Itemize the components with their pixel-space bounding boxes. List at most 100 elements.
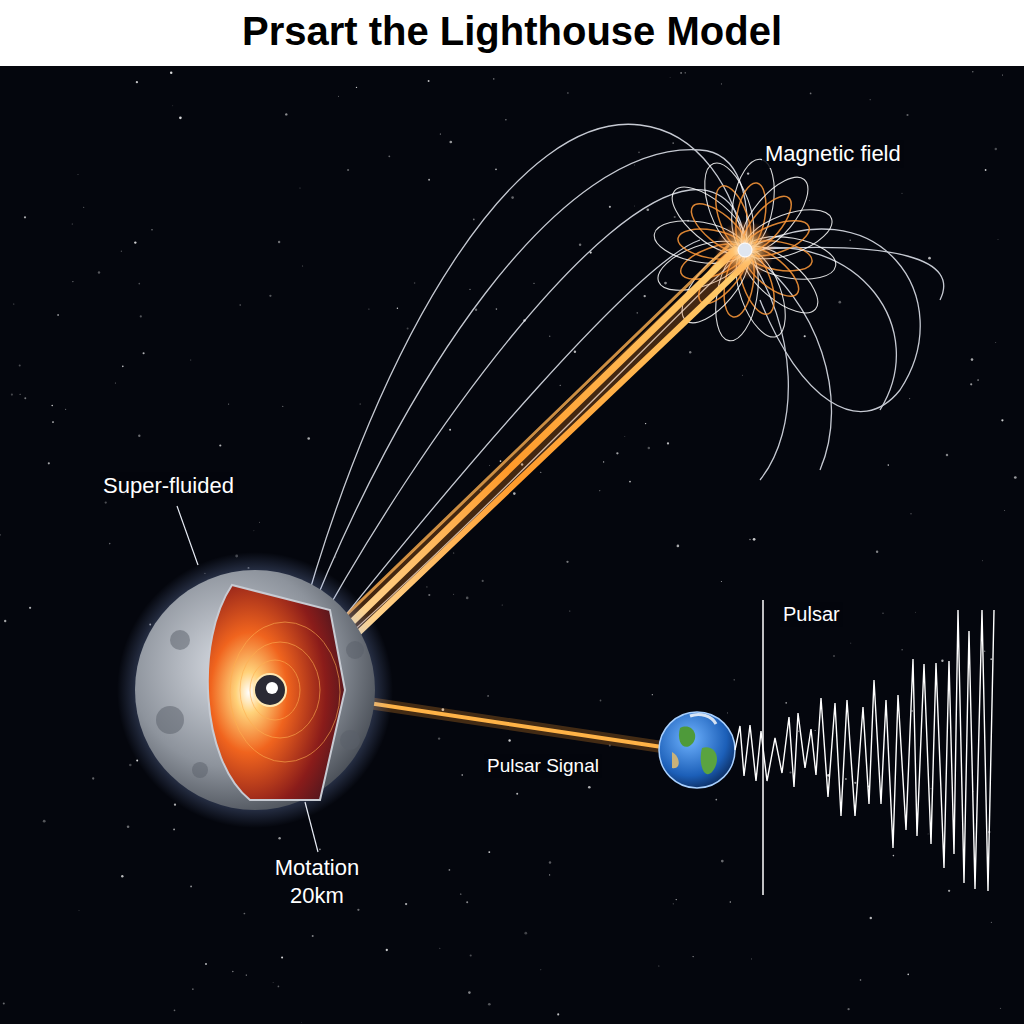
star [115,383,116,384]
star [232,971,234,973]
star [278,837,280,839]
star [449,141,452,144]
star [664,282,667,285]
star [991,922,992,923]
star [19,364,21,366]
star [734,679,735,680]
star [83,207,84,208]
star [440,134,441,135]
star [138,435,140,437]
star [753,538,756,541]
dimension-label: Motation 20km [249,853,385,910]
star [715,799,717,801]
star [652,694,653,695]
neutron-star [117,552,393,828]
star [569,610,570,611]
star [508,739,510,741]
star [1014,476,1017,479]
star [669,76,671,78]
star [658,965,660,967]
star [860,979,862,981]
star [789,771,791,773]
earth [659,712,735,788]
star [747,172,749,174]
star [228,404,229,405]
star [997,239,998,240]
star [466,597,469,600]
star [170,72,172,74]
star [272,981,274,983]
star [307,437,310,440]
star [357,909,359,911]
neutron-star [230,622,340,762]
star [566,561,568,563]
star [143,352,145,354]
neutron-star [156,630,364,778]
star [269,295,271,297]
star [721,860,724,863]
star [677,545,680,548]
star [644,295,646,297]
star [460,893,462,895]
star [624,436,626,438]
star [92,777,94,779]
field-lines [745,250,788,480]
star [71,223,73,225]
star [4,620,6,622]
star [43,820,46,823]
star [259,521,261,523]
star [540,472,541,473]
star [72,281,73,282]
star [78,910,80,912]
star [500,460,502,462]
star [359,403,361,405]
star [129,764,132,767]
star [1002,74,1003,75]
earth [659,712,735,788]
star [941,660,943,662]
star [98,271,100,273]
neutron-star [250,660,300,720]
star [285,113,287,115]
star [405,903,407,905]
star [847,1008,849,1010]
star [105,501,107,503]
star [990,658,992,660]
star [414,282,416,284]
star [676,899,677,900]
star [438,737,440,739]
star [121,875,123,877]
star [192,988,193,989]
star [121,251,122,252]
star [397,307,398,308]
star [278,986,280,988]
star [244,913,246,915]
star [48,462,50,464]
field-glow [715,220,775,280]
neutron-star [346,641,364,659]
star [172,105,174,107]
star [674,216,676,218]
star [833,655,835,657]
signal-label: Pulsar Signal [484,754,602,778]
star [680,72,682,74]
star [179,116,182,119]
star [948,890,950,892]
star [540,969,542,971]
star [893,855,895,857]
earth [701,747,717,774]
star [810,93,812,95]
star [461,774,462,775]
star [750,958,752,960]
star [299,187,300,188]
star [24,397,26,399]
star [407,327,409,329]
star [13,304,14,305]
star [798,731,799,732]
star [638,152,640,154]
star [876,551,878,553]
star [487,695,489,697]
star [815,730,816,731]
star [995,148,997,150]
